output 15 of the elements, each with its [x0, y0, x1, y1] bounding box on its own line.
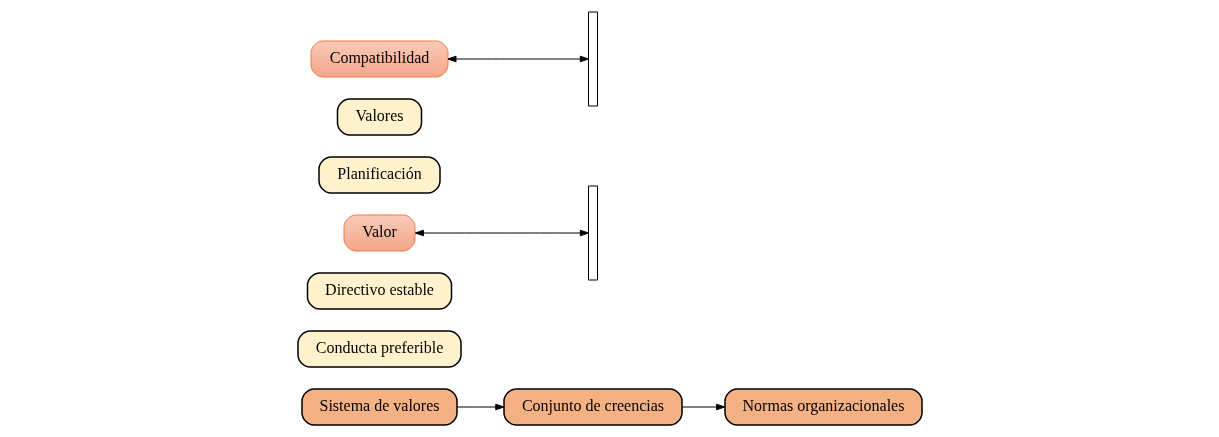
arrow: [414, 229, 589, 237]
node-box: Normas organizacionales: [723, 388, 923, 426]
arrow: [681, 403, 725, 411]
node-box: Valor: [343, 214, 415, 252]
node-box: Conjunto de creencias: [502, 388, 683, 426]
node-box: Conducta preferible: [296, 330, 462, 368]
node-box: Valores: [336, 98, 422, 136]
node-box: Sistema de valores: [300, 388, 458, 426]
node-brace: [587, 185, 598, 281]
node-box: Directivo estable: [306, 272, 452, 310]
node-brace: [587, 11, 598, 107]
node-box: Planificación: [317, 156, 441, 194]
node-box: Compatibilidad: [310, 40, 448, 78]
arrow: [456, 403, 504, 411]
arrow: [447, 55, 589, 63]
